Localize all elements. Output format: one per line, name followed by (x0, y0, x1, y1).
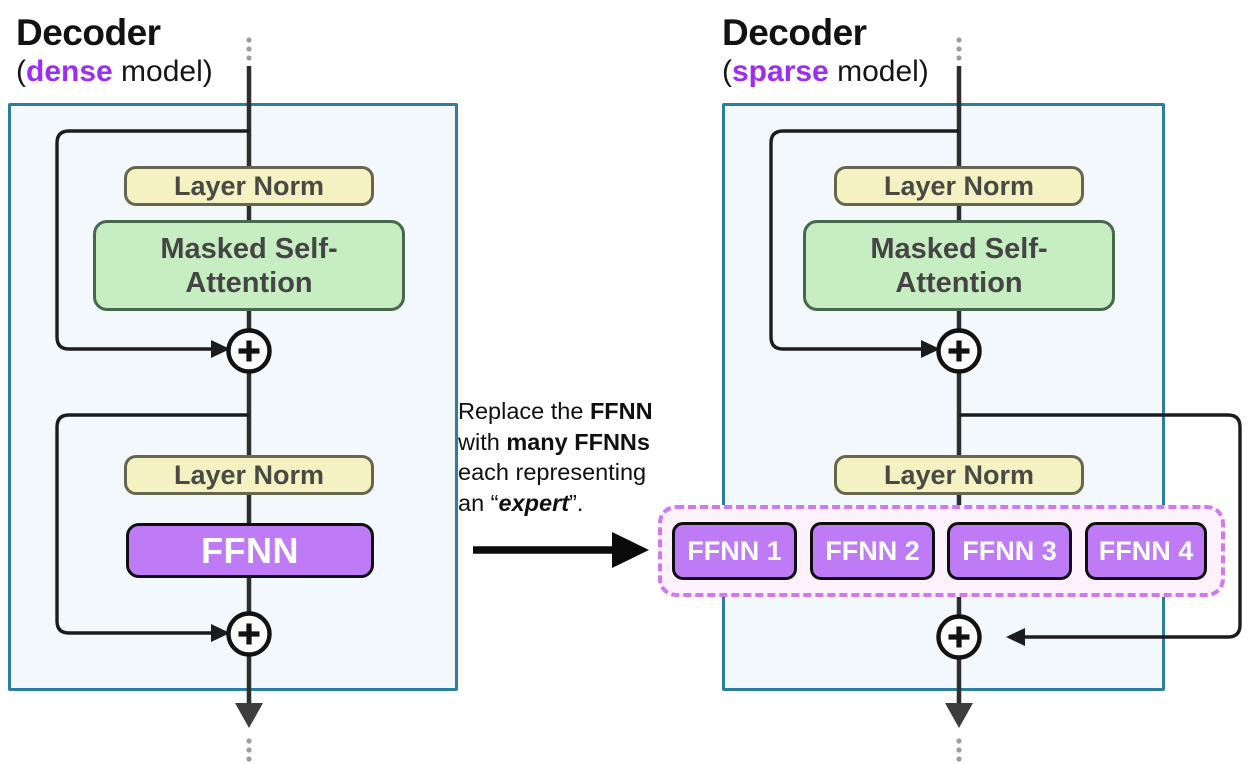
annotation-segment-bold: many FFNNs (506, 428, 650, 455)
right-title-block: Decoder (sparse model) (722, 12, 929, 90)
right-output-arrow-icon (945, 703, 973, 728)
subtitle-close: model) (112, 55, 213, 88)
left-bottom-continuation-dots (246, 738, 252, 762)
right-layer-norm-2: Layer Norm (834, 455, 1084, 495)
expert-ffnn-4: FFNN 4 (1085, 522, 1207, 580)
annotation-segment: Replace the (458, 398, 590, 424)
arrowhead-right-icon (211, 624, 230, 642)
expert-ffnn-1: FFNN 1 (672, 522, 797, 580)
left-skip-connection-1 (55, 129, 249, 358)
left-title-block: Decoder (dense model) (16, 12, 213, 90)
left-masked-self-attention: Masked Self-Attention (93, 220, 405, 311)
expert-ffnn-2: FFNN 2 (810, 522, 935, 580)
right-residual-add-icon-2 (936, 614, 982, 660)
right-skip-connection-2 (959, 413, 1242, 646)
left-panel-subtitle: (dense model) (16, 54, 213, 90)
annotation-segment: each representing (458, 459, 647, 485)
left-residual-add-icon-1 (226, 328, 272, 374)
arrowhead-left-icon (1006, 628, 1025, 646)
replace-arrow-right-icon (473, 532, 649, 568)
annotation-segment: with (458, 428, 507, 455)
annotation-segment-bold: FFNN (589, 398, 653, 424)
left-top-continuation-dots (246, 37, 252, 61)
left-panel-title: Decoder (16, 12, 161, 53)
annotation-text: Replace the FFNN with many FFNNs each re… (458, 396, 720, 518)
annotation-segment: an “ (458, 489, 499, 516)
right-masked-self-attention: Masked Self-Attention (803, 220, 1115, 311)
subtitle-accent-sparse: sparse (732, 55, 829, 88)
subtitle-open: ( (722, 55, 732, 88)
arrowhead-right-icon (921, 340, 940, 358)
right-panel-title: Decoder (722, 12, 867, 53)
left-layer-norm-2: Layer Norm (124, 455, 374, 495)
subtitle-accent-dense: dense (26, 55, 113, 88)
right-skip-connection-1 (769, 129, 959, 358)
annotation-line-2: with many FFNNs (458, 427, 720, 458)
left-residual-add-icon-2 (226, 611, 272, 657)
annotation-segment-bold-italic: expert (498, 489, 570, 516)
annotation-line-3: each representing (458, 457, 720, 488)
annotation-segment: ”. (569, 489, 584, 516)
right-panel-subtitle: (sparse model) (722, 54, 929, 90)
left-output-arrow-icon (235, 703, 263, 728)
right-layer-norm-1: Layer Norm (834, 166, 1084, 206)
subtitle-close: model) (828, 55, 929, 88)
expert-ffnn-3: FFNN 3 (947, 522, 1072, 580)
annotation-line-4: an “expert”. (458, 488, 720, 519)
left-skip-connection-2 (55, 413, 249, 642)
right-bottom-continuation-dots (956, 738, 962, 762)
left-layer-norm-1: Layer Norm (124, 166, 374, 206)
subtitle-open: ( (16, 55, 26, 88)
right-residual-add-icon-1 (936, 328, 982, 374)
left-ffnn-block: FFNN (126, 523, 374, 578)
right-top-continuation-dots (956, 37, 962, 61)
arrowhead-right-icon (211, 340, 230, 358)
annotation-line-1: Replace the FFNN (458, 396, 720, 427)
